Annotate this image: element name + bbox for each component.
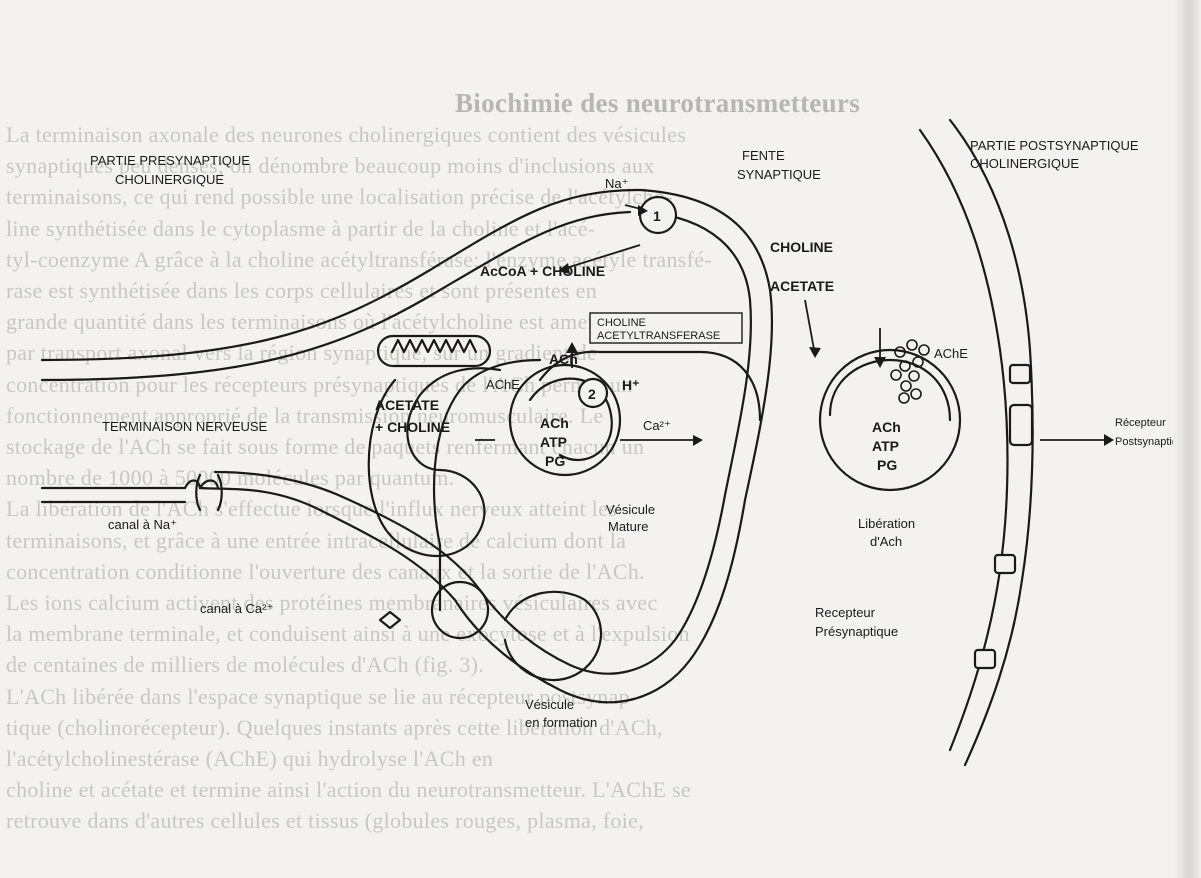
vesicle-right-inner [830,360,950,420]
arrowhead-receptor [1104,434,1114,446]
label-ache-right: AChE [934,346,968,361]
receptor-post-bottom [995,555,1015,573]
label-liberation-2: d'Ach [870,534,902,549]
arrowhead-ache [874,357,886,368]
canal-ca-channel [380,612,400,628]
label-choline-right: CHOLINE [770,239,833,255]
label-vesicule-mature-2: Mature [608,519,648,534]
label-ca-plus: Ca²⁺ [643,418,671,433]
label-enzyme-1: CHOLINE [597,317,646,329]
label-choline-left: + CHOLINE [375,419,450,435]
label-vesicle-right-atp: ATP [872,438,899,454]
label-vesicle-right-ach: ACh [872,419,901,435]
label-enzyme-2: ACETYLTRANSFERASE [597,330,720,342]
terminal-inner-membrane [215,212,751,674]
label-vesicle-mid-ach: ACh [540,415,569,431]
vesicle-formation-outer [505,592,601,680]
label-vesicule-formation-2: en formation [525,715,597,730]
label-h-plus: H⁺ [622,377,640,393]
label-liberation-1: Libération [858,516,915,531]
label-presynaptic-1: PARTIE PRESYNAPTIQUE [90,153,250,168]
label-terminaison: TERMINAISON NERVEUSE [102,419,268,434]
label-canal-ca: canal à Ca²⁺ [200,601,273,616]
page-binding-edge [1173,0,1201,878]
channel-ca-lower [200,481,218,489]
label-na-plus: Na⁺ [605,176,628,191]
label-vesicle-mid-atp: ATP [540,434,567,450]
label-postsynaptic-2: CHOLINERGIQUE [970,156,1079,171]
label-acetylcoa-choline: AcCoA + CHOLINE [480,263,605,279]
label-cleft-2: SYNAPTIQUE [737,167,821,182]
label-cleft-1: FENTE [742,148,785,163]
label-recepteur-post-1: Récepteur [1115,417,1166,429]
label-acetate-right: ACETATE [770,278,834,294]
receptor-post-top [1010,365,1030,383]
label-ache-left: AChE [486,377,520,392]
label-presynaptic-2: CHOLINERGIQUE [115,172,224,187]
label-recepteur-pre-1: Recepteur [815,605,876,620]
label-transporter-1: 1 [653,208,661,224]
arrow-acetate-right [805,300,815,355]
arrowhead-ca [693,435,703,446]
label-canal-na: canal à Na⁺ [108,517,177,532]
mitochondrion-cristae [392,340,476,352]
arrowhead-acetate [809,347,821,358]
label-vesicle-mid-pg: PG [545,453,565,469]
label-vesicle-right-pg: PG [877,457,897,473]
label-recepteur-pre-2: Présynaptique [815,624,898,639]
label-vesicule-mature-1: Vésicule [606,502,655,517]
label-acetate-left: ACETATE [375,397,439,413]
label-ach-top: ACh [549,351,578,367]
axon-upper-membrane-inner [42,212,630,380]
label-transporter-2: 2 [588,386,596,402]
receptor-postsynaptic [1010,405,1032,445]
receptor-post-low [975,650,995,668]
label-vesicule-formation-1: Vésicule [525,697,574,712]
label-postsynaptic-1: PARTIE POSTSYNAPTIQUE [970,138,1139,153]
